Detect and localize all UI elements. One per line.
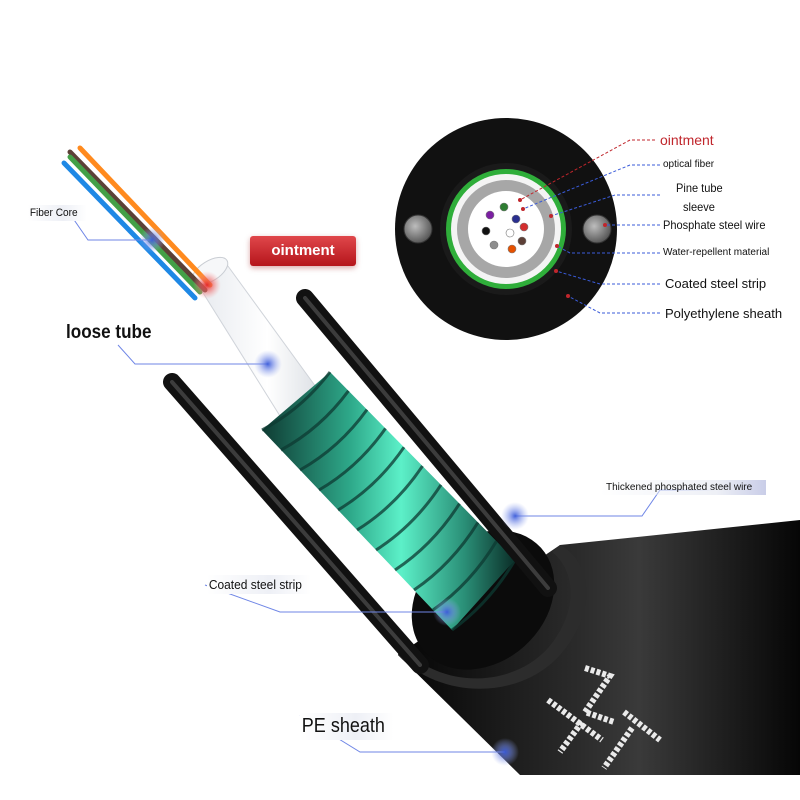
cs-label-optical-fiber: optical fiber	[663, 159, 715, 170]
label-thickened-wire: Thickened phosphated steel wire	[600, 480, 767, 495]
sheath-print-mark	[546, 665, 662, 770]
cs-label-pine-tube: Pine tube	[676, 181, 723, 195]
armor-rib	[413, 521, 480, 592]
steel-wires	[163, 289, 557, 674]
cross-section-wire-right	[582, 214, 612, 244]
marker-thickened-wire	[501, 502, 529, 530]
cross-section	[395, 118, 617, 340]
marker-loose-tube	[254, 350, 282, 378]
cs-label-phosphate-wire: Phosphate steel wire	[663, 218, 766, 232]
fiber-dot	[485, 210, 495, 220]
fiber-dot	[505, 228, 515, 238]
label-loose-tube: loose tube	[66, 322, 152, 343]
fiber-dot	[481, 226, 491, 236]
cross-section-leaders	[519, 139, 660, 314]
armor-rib	[451, 559, 517, 632]
pe-sheath-body	[398, 520, 800, 775]
label-coated-strip: Coated steel strip	[207, 575, 312, 594]
marker-coated-strip	[433, 598, 461, 626]
fiber-dot	[499, 202, 509, 212]
ointment-badge: ointment	[250, 236, 356, 266]
fiber-dot	[507, 244, 517, 254]
fiber-dot	[519, 222, 529, 232]
marker-fiber-core	[139, 227, 165, 253]
marker-pe-sheath	[491, 738, 519, 766]
fiber-dot	[511, 214, 521, 224]
cs-label-water-repellent: Water-repellent material	[663, 247, 770, 258]
armor-rib	[299, 408, 369, 472]
glow-markers	[139, 227, 529, 766]
cross-section-fibers	[481, 202, 529, 254]
cs-label-polyethylene-sheath: Polyethylene sheath	[665, 306, 783, 321]
armor-rib	[356, 465, 424, 532]
pe-sheath-cut-edge	[398, 545, 587, 689]
armor-rib	[280, 389, 350, 452]
cross-section-markers	[518, 198, 607, 298]
label-fiber-core: Fiber Core	[28, 205, 87, 221]
armor-strip	[261, 371, 517, 632]
armor-rib	[375, 483, 443, 552]
cs-label-coated-steel-strip: Coated steel strip	[665, 276, 767, 291]
cable-body	[61, 145, 800, 775]
armor-rib	[261, 371, 332, 432]
cross-section-ointment	[468, 191, 544, 267]
cs-label-sleeve: sleeve	[683, 200, 715, 214]
fiber-dot	[517, 236, 527, 246]
armor-rib	[318, 427, 387, 492]
cross-section-wire-left	[403, 214, 433, 244]
cs-label-ointment: ointment	[660, 132, 714, 148]
fiber-core-bundle	[61, 145, 213, 301]
armor-rib	[394, 502, 461, 572]
label-pe-sheath: PE sheath	[300, 713, 394, 740]
marker-ointment	[193, 271, 221, 299]
armor-rib	[337, 446, 406, 512]
ointment-badge-text: ointment	[271, 242, 335, 259]
fiber-dot	[489, 240, 499, 250]
